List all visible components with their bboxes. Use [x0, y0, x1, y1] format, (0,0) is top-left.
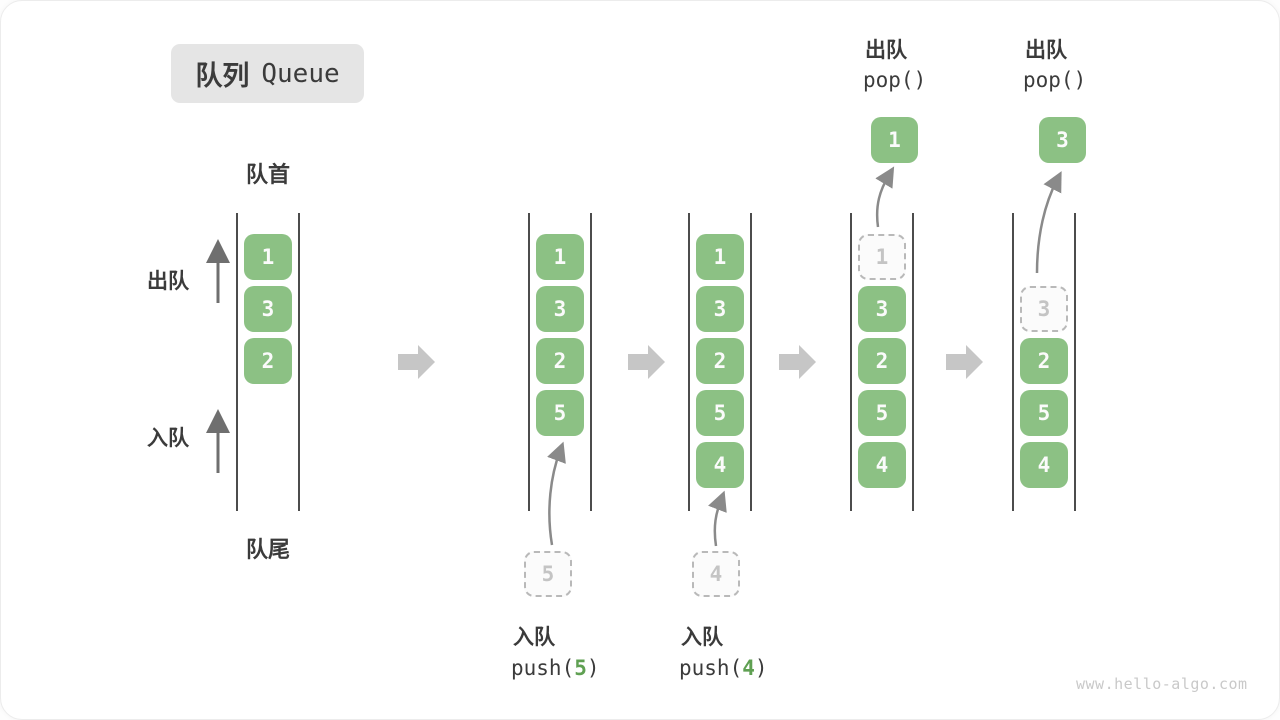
code-fn: push( — [679, 656, 743, 680]
title-en: Queue — [261, 58, 340, 89]
pop-code-label: pop() — [863, 68, 927, 92]
queue-item: 3 — [244, 286, 292, 332]
code-fn: push( — [511, 656, 575, 680]
queue-item: 2 — [244, 338, 292, 384]
queue-item: 4 — [1020, 442, 1068, 488]
code-close: ) — [754, 656, 768, 680]
push5-code-label: push(5) — [511, 656, 600, 680]
push5-arrow-icon — [547, 441, 566, 546]
queue-rail — [688, 213, 690, 511]
queue-item: 1 — [696, 234, 744, 280]
queue-rear-label: 队尾 — [245, 537, 290, 562]
queue-item: 3 — [696, 286, 744, 332]
queue-item: 3 — [858, 286, 906, 332]
push4-code-label: push(4) — [679, 656, 768, 680]
queue-item: 5 — [858, 390, 906, 436]
popped-item: 3 — [1039, 117, 1086, 163]
pop-code-label: pop() — [1023, 68, 1087, 92]
queue-front-label: 队首 — [245, 162, 290, 187]
code-arg: 4 — [742, 656, 755, 680]
queue-item: 4 — [696, 442, 744, 488]
queue-item: 2 — [858, 338, 906, 384]
queue-item: 2 — [536, 338, 584, 384]
queue-rail — [528, 213, 530, 511]
dequeue-op-label: 出队 — [1025, 39, 1067, 62]
queue-rail — [298, 213, 300, 511]
queue-item: 4 — [858, 442, 906, 488]
popped-item: 1 — [871, 117, 918, 163]
ghost-item: 1 — [858, 234, 906, 280]
queue-item: 5 — [1020, 390, 1068, 436]
dequeue-side-label: 出队 — [147, 270, 189, 293]
pop1-arrow-icon — [875, 166, 895, 228]
queue-rail — [912, 213, 914, 511]
queue-rail — [1012, 213, 1014, 511]
queue-rail — [850, 213, 852, 511]
queue-rail — [590, 213, 592, 511]
queue-item: 1 — [244, 234, 292, 280]
enqueue-op-label: 入队 — [513, 626, 555, 649]
title-zh: 队列 — [195, 61, 250, 91]
dequeue-op-label: 出队 — [865, 39, 907, 62]
queue-rail — [1074, 213, 1076, 511]
queue-item: 2 — [1020, 338, 1068, 384]
queue-item: 5 — [696, 390, 744, 436]
step-arrow-icon — [398, 345, 435, 379]
pop3-arrow-icon — [1035, 171, 1062, 274]
step-arrow-icon — [946, 345, 983, 379]
ghost-item: 3 — [1020, 286, 1068, 332]
queue-item: 2 — [696, 338, 744, 384]
queue-rail — [236, 213, 238, 511]
title-badge: 队列 Queue — [171, 44, 364, 103]
incoming-item: 4 — [692, 551, 740, 597]
queue-rail — [750, 213, 752, 511]
step-arrow-icon — [779, 345, 816, 379]
push4-arrow-icon — [708, 490, 727, 547]
enqueue-op-label: 入队 — [681, 626, 723, 649]
step-arrow-icon — [628, 345, 665, 379]
code-arg: 5 — [574, 656, 587, 680]
watermark: www.hello-algo.com — [1076, 675, 1248, 693]
code-close: ) — [586, 656, 600, 680]
incoming-item: 5 — [524, 551, 572, 597]
enqueue-side-label: 入队 — [147, 427, 189, 450]
queue-item: 5 — [536, 390, 584, 436]
queue-item: 1 — [536, 234, 584, 280]
queue-item: 3 — [536, 286, 584, 332]
